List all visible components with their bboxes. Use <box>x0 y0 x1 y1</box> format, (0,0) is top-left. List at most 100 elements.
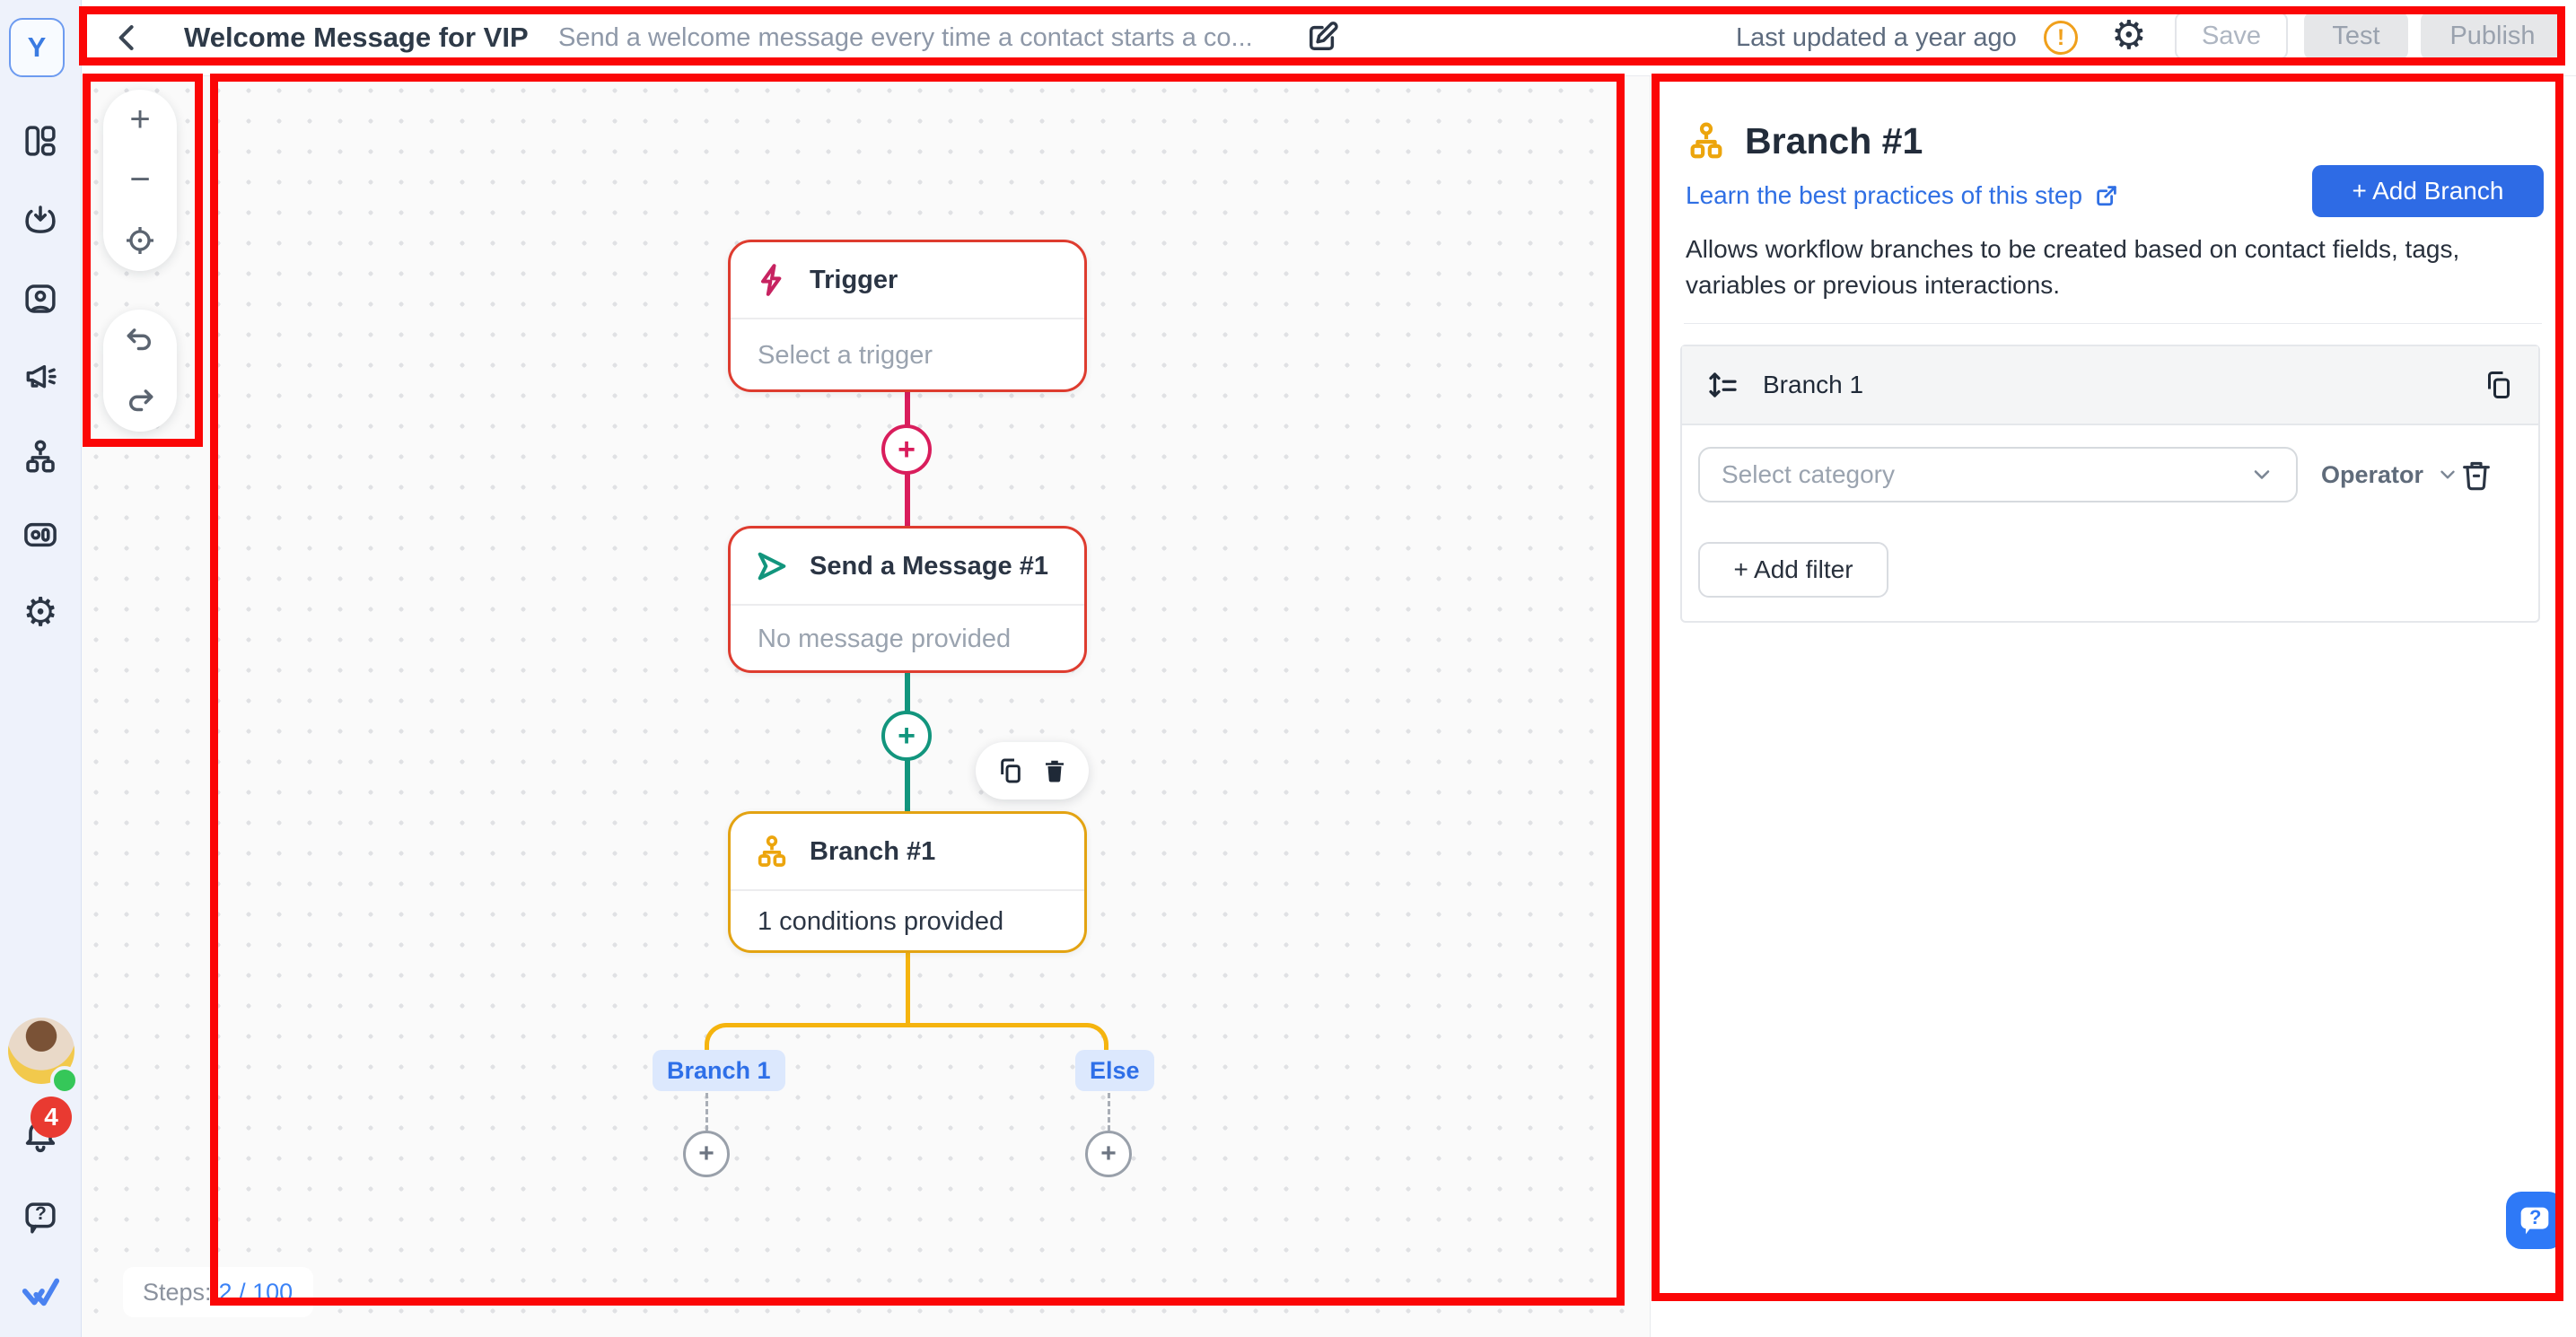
redo-button[interactable] <box>103 374 177 428</box>
trash-icon[interactable] <box>1041 756 1068 785</box>
branch-card-title: Branch 1 <box>1763 371 1864 398</box>
help-chat-button[interactable]: ? <box>2506 1192 2563 1249</box>
node-hover-toolbar <box>976 742 1089 800</box>
branch-icon <box>1686 120 1727 162</box>
zoom-in-button[interactable]: + <box>103 93 177 147</box>
branch-label-branch-1[interactable]: Branch 1 <box>653 1050 785 1091</box>
dashed-connector-right <box>1108 1093 1110 1131</box>
node-placeholder: Select a trigger <box>758 340 933 370</box>
minus-icon: − <box>129 160 151 200</box>
branch-card-header: Branch 1 <box>1682 346 2538 425</box>
panel-divider <box>1684 323 2542 324</box>
workflow-title: Welcome Message for VIP <box>184 22 529 53</box>
reorder-icon[interactable] <box>1705 369 1738 401</box>
add-step-button-branch-1[interactable]: + <box>683 1131 730 1177</box>
node-send-message[interactable]: Send a Message #1 No message provided <box>728 526 1087 673</box>
canvas-zoom-controls: + − <box>103 90 177 271</box>
add-step-button-teal[interactable]: + <box>881 711 932 761</box>
test-button[interactable]: Test <box>2304 12 2408 60</box>
plus-icon: + <box>1100 1139 1117 1168</box>
chip-label: Branch 1 <box>667 1056 771 1084</box>
chevron-down-icon <box>2249 462 2274 487</box>
chat-question-icon: ? <box>2514 1200 2555 1241</box>
node-branch[interactable]: Branch #1 1 conditions provided <box>728 811 1087 953</box>
save-label: Save <box>2201 21 2262 50</box>
sidebar-item-inbox[interactable] <box>20 199 61 240</box>
plus-icon: + <box>698 1139 714 1168</box>
sidebar-item-workflows[interactable] <box>20 436 61 477</box>
dashed-connector-left <box>705 1093 708 1131</box>
sidebar-item-contacts[interactable] <box>20 278 61 319</box>
add-step-button-else[interactable]: + <box>1085 1131 1132 1177</box>
online-status-dot <box>50 1066 79 1095</box>
sidebar-item-dashboard[interactable] <box>20 120 61 162</box>
branch-condition-card: Branch 1 Select category Operator + Add … <box>1680 345 2540 623</box>
add-step-button-pink[interactable]: + <box>881 424 932 475</box>
operator-select[interactable]: Operator <box>2321 447 2459 502</box>
warning-icon[interactable]: ! <box>2044 21 2078 55</box>
back-button[interactable] <box>108 18 147 57</box>
publish-label: Publish <box>2449 21 2536 50</box>
steps-value: 2 / 100 <box>218 1278 294 1306</box>
redo-icon <box>123 384 157 418</box>
steps-label: Steps: <box>143 1278 212 1306</box>
help-button[interactable]: ? <box>20 1197 61 1238</box>
zoom-out-button[interactable]: − <box>103 153 177 207</box>
test-label: Test <box>2332 21 2380 50</box>
question-bubble-icon: ? <box>22 1199 59 1237</box>
settings-gear-icon[interactable]: ⚙ <box>2111 13 2147 58</box>
plus-icon: + <box>898 432 916 467</box>
undo-button[interactable] <box>103 313 177 367</box>
copy-icon[interactable] <box>2483 369 2515 401</box>
node-title: Trigger <box>810 265 898 294</box>
add-branch-button[interactable]: + Add Branch <box>2312 165 2544 217</box>
publish-button[interactable]: Publish <box>2421 12 2564 60</box>
link-label: Learn the best practices of this step <box>1686 181 2083 209</box>
center-view-button[interactable] <box>103 214 177 267</box>
sidebar-item-settings[interactable]: ⚙ <box>20 592 61 634</box>
plus-icon: + <box>898 718 916 753</box>
canvas-history-controls <box>103 310 177 432</box>
workflow-subtitle: Send a welcome message every time a cont… <box>558 23 1253 52</box>
add-filter-label: + Add filter <box>1733 555 1853 583</box>
exclamation-glyph: ! <box>2056 24 2065 50</box>
workspace-logo[interactable]: Y <box>9 18 65 77</box>
chip-label: Else <box>1090 1056 1140 1084</box>
select-placeholder: Select category <box>1722 460 1895 488</box>
copy-icon[interactable] <box>996 756 1025 785</box>
branch-icon <box>754 834 790 869</box>
plus-icon: + <box>129 100 151 140</box>
node-summary: 1 conditions provided <box>758 906 1004 936</box>
last-updated-text: Last updated a year ago <box>1736 23 2017 52</box>
external-link-icon <box>2093 182 2120 209</box>
brand-check-logo <box>20 1271 61 1312</box>
sidebar-item-reports[interactable] <box>20 514 61 555</box>
best-practices-link[interactable]: Learn the best practices of this step <box>1686 181 2120 210</box>
crosshair-icon <box>122 223 158 258</box>
logo-letter: Y <box>27 31 47 63</box>
edit-icon[interactable] <box>1303 19 1341 57</box>
send-icon <box>754 548 790 584</box>
connector-branch-stem <box>906 953 910 1025</box>
branch-label-else[interactable]: Else <box>1075 1050 1154 1091</box>
sidebar-item-broadcast[interactable] <box>20 356 61 398</box>
step-settings-panel <box>1650 75 2576 1337</box>
panel-description: Allows workflow branches to be created b… <box>1686 235 2460 299</box>
node-title: Branch #1 <box>810 836 936 866</box>
panel-title: Branch #1 <box>1745 120 1923 162</box>
steps-counter: Steps: 2 / 100 <box>123 1267 313 1317</box>
node-trigger[interactable]: Trigger Select a trigger <box>728 240 1087 392</box>
add-filter-button[interactable]: + Add filter <box>1698 542 1888 598</box>
connector-branch-split <box>705 1023 1108 1055</box>
delete-filter-button[interactable] <box>2454 450 2499 499</box>
node-placeholder: No message provided <box>758 624 1012 653</box>
category-select[interactable]: Select category <box>1698 447 2298 502</box>
notification-badge: 4 <box>31 1097 72 1138</box>
save-button[interactable]: Save <box>2175 12 2288 60</box>
gear-icon: ⚙ <box>22 590 58 635</box>
chevron-down-icon <box>2436 463 2459 486</box>
operator-label: Operator <box>2321 460 2424 488</box>
lightning-icon <box>754 262 790 298</box>
add-branch-label: + Add Branch <box>2352 177 2504 205</box>
